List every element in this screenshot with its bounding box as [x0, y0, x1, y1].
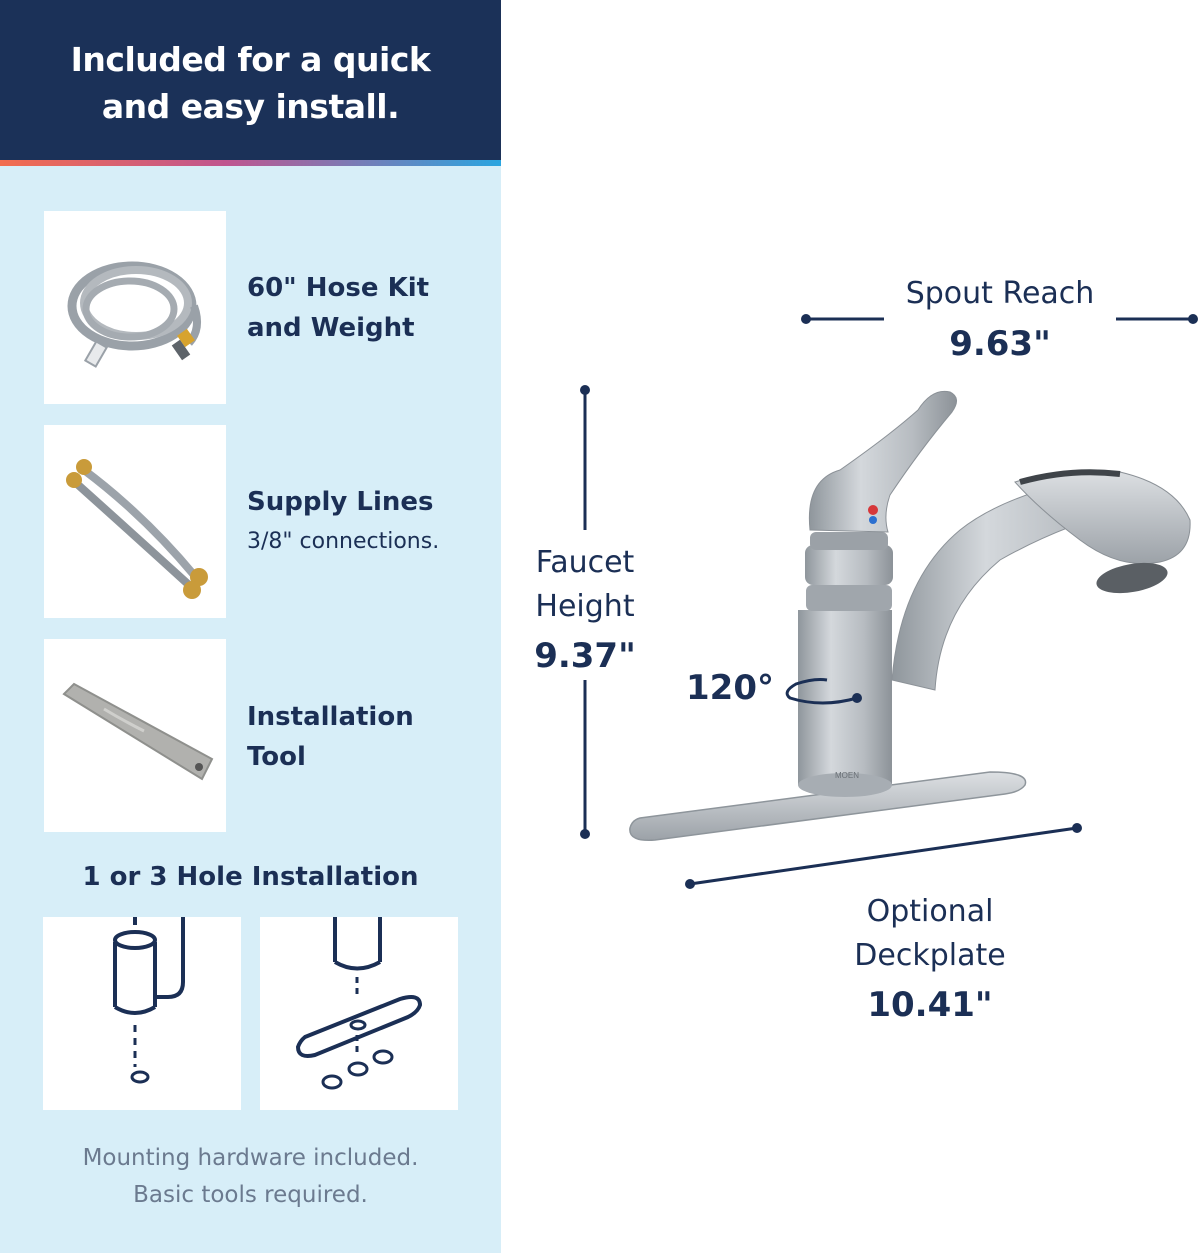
- hose-kit-title: 60" Hose Kit and Weight: [247, 273, 430, 343]
- faucet-height-label: Faucet Height: [535, 545, 635, 624]
- panel-header-title: Included for a quick and easy install.: [70, 40, 431, 126]
- faucet-height-value: 9.37": [534, 636, 636, 676]
- hose-kit-icon: [67, 261, 202, 368]
- deckplate-value: 10.41": [867, 985, 993, 1025]
- one-hole-card: [43, 917, 241, 1110]
- spout-reach-label: Spout Reach: [905, 276, 1095, 311]
- deckplate-endpoint-left: [685, 879, 695, 889]
- faucet-height-endpoint-bottom: [580, 829, 590, 839]
- three-hole-install-icon: [295, 917, 423, 1090]
- rotation-value: 120°: [686, 668, 774, 708]
- faucet-height-endpoint-top: [580, 385, 590, 395]
- supply-lines-card: [44, 425, 226, 618]
- installation-tool-title: Installation Tool: [247, 702, 414, 772]
- supply-lines-icon: [66, 459, 208, 599]
- one-hole-install-icon: [113, 917, 185, 1084]
- panel-header: Included for a quick and easy install.: [0, 0, 501, 160]
- deckplate-label: Optional Deckplate: [854, 894, 1006, 973]
- supply-lines-title: Supply Lines: [247, 487, 434, 517]
- deckplate-endpoint-right: [1072, 823, 1082, 833]
- header-accent-stripe: [0, 160, 501, 166]
- brand-mark: MOEN: [835, 771, 859, 780]
- hose-kit-card: [44, 211, 226, 404]
- rotation-arc-icon: [785, 678, 862, 705]
- spout-reach-value: 9.63": [949, 324, 1051, 364]
- spout-reach-endpoint-right: [1188, 314, 1198, 324]
- installation-tool-icon: [62, 682, 214, 781]
- supply-lines-subtitle: 3/8" connections.: [247, 529, 440, 554]
- included-panel: Included for a quick and easy install. 6…: [0, 0, 501, 1253]
- kitchen-faucet-icon: MOEN: [629, 390, 1191, 841]
- deckplate-line: [689, 826, 1078, 886]
- three-hole-card: [260, 917, 458, 1110]
- hole-installation-title: 1 or 3 Hole Installation: [82, 862, 419, 892]
- footer-note: Mounting hardware included. Basic tools …: [82, 1145, 419, 1208]
- installation-tool-card: [44, 639, 226, 832]
- spout-reach-endpoint-left: [801, 314, 811, 324]
